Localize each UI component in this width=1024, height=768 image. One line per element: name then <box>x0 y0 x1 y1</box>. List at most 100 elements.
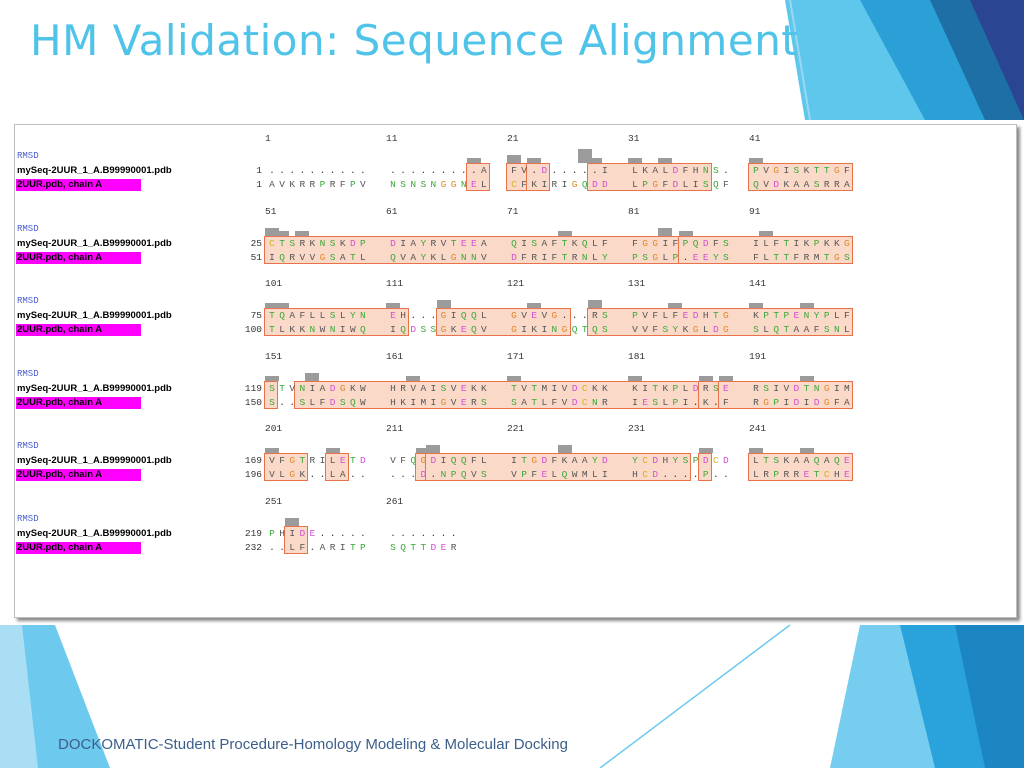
template-residue: F <box>753 251 759 263</box>
query-residue: H <box>390 382 396 394</box>
template-residue: V <box>642 324 648 335</box>
template-residue: L <box>279 324 285 335</box>
query-residue: F <box>602 237 608 249</box>
query-residue: L <box>481 310 487 321</box>
template-residue: I <box>430 396 437 408</box>
conserved-region-highlight <box>324 453 349 481</box>
template-residue: L <box>662 396 669 408</box>
template-residue: Y <box>712 251 719 263</box>
template-residue: Q <box>460 469 467 480</box>
template-residue: Y <box>420 251 427 263</box>
template-residue: D <box>410 324 417 335</box>
template-residue: P <box>349 179 356 190</box>
query-residue: E <box>793 310 800 321</box>
template-start-number: 232 <box>244 541 262 553</box>
template-residue: T <box>349 541 356 553</box>
template-residue: A <box>793 179 800 190</box>
template-residue: S <box>299 396 306 408</box>
template-residue: C <box>581 396 588 408</box>
query-residue: K <box>349 382 356 394</box>
rmsd-bar <box>749 448 763 453</box>
template-residue: L <box>360 251 366 263</box>
template-residue: S <box>813 179 820 190</box>
query-residue: Q <box>460 310 467 321</box>
query-residue: . <box>420 310 427 321</box>
query-residue: A <box>793 455 800 466</box>
query-residue: V <box>440 237 447 249</box>
template-residue: G <box>440 179 447 190</box>
template-residue: Y <box>602 251 608 263</box>
rmsd-bar <box>749 303 763 308</box>
template-residue: K <box>299 469 306 480</box>
template-residue: L <box>591 251 598 263</box>
query-residue: . <box>440 527 447 539</box>
template-residue: T <box>420 541 427 553</box>
template-residue: H <box>833 469 840 480</box>
template-residue: V <box>400 251 406 263</box>
rmsd-bar <box>305 372 320 381</box>
query-residue: Q <box>470 310 477 321</box>
query-residue: V <box>763 165 769 176</box>
template-residue: Q <box>571 324 578 335</box>
template-residue: I <box>339 324 346 335</box>
query-residue: T <box>511 382 517 394</box>
query-residue: L <box>753 455 759 466</box>
ruler-number: 51 <box>265 205 277 217</box>
query-residue: . <box>430 310 437 321</box>
query-sequence-name: mySeq-2UUR_1_A.B99990001.pdb <box>17 310 172 321</box>
conserved-region-highlight <box>465 163 490 191</box>
ruler-number: 151 <box>265 350 283 362</box>
template-residue: L <box>763 251 769 263</box>
template-residue: T <box>783 251 790 263</box>
template-residue: A <box>803 324 810 335</box>
query-residue: . <box>430 527 437 539</box>
template-residue: K <box>450 324 457 335</box>
query-residue: E <box>470 237 477 249</box>
query-residue: L <box>339 310 346 321</box>
template-residue: I <box>783 396 790 408</box>
template-residue: I <box>390 324 396 335</box>
rmsd-bar <box>406 375 421 381</box>
query-residue: I <box>642 382 648 394</box>
template-residue: S <box>844 251 850 263</box>
query-residue: Q <box>833 455 840 466</box>
query-residue: S <box>531 237 538 249</box>
query-residue: V <box>450 382 457 394</box>
template-residue: S <box>481 469 487 480</box>
query-sequence-name: mySeq-2UUR_1_A.B99990001.pdb <box>17 165 172 176</box>
template-residue: T <box>813 469 820 480</box>
template-residue: G <box>289 469 296 480</box>
query-residue: Q <box>460 455 467 466</box>
rmsd-bar <box>759 230 774 236</box>
conserved-region-highlight <box>264 453 309 481</box>
query-residue: I <box>833 382 840 394</box>
query-residue: I <box>602 165 608 176</box>
template-residue: . <box>723 469 729 480</box>
query-residue: D <box>329 382 336 394</box>
query-residue: . <box>319 165 326 176</box>
rmsd-bar <box>587 300 602 308</box>
ruler-number: 111 <box>386 278 404 289</box>
template-residue: Q <box>712 179 719 190</box>
query-residue: F <box>400 455 406 466</box>
query-residue: G <box>420 455 427 466</box>
query-residue: H <box>400 310 406 321</box>
rmsd-bar <box>628 375 642 381</box>
query-residue: . <box>339 527 346 539</box>
query-residue: R <box>400 382 406 394</box>
query-residue: F <box>844 310 850 321</box>
template-residue: . <box>349 469 356 480</box>
template-residue: L <box>289 541 296 553</box>
query-residue: A <box>823 455 830 466</box>
query-residue: F <box>299 310 306 321</box>
template-residue: V <box>450 396 457 408</box>
template-residue: Q <box>753 179 759 190</box>
query-sequence-name: mySeq-2UUR_1_A.B99990001.pdb <box>17 527 172 539</box>
query-residue: M <box>541 382 548 394</box>
ruler-number: 131 <box>628 278 646 289</box>
template-residue: G <box>440 324 447 335</box>
template-residue: M <box>581 469 588 480</box>
template-residue: G <box>319 251 326 263</box>
template-residue: . <box>360 469 366 480</box>
rmsd-bar <box>325 448 340 453</box>
